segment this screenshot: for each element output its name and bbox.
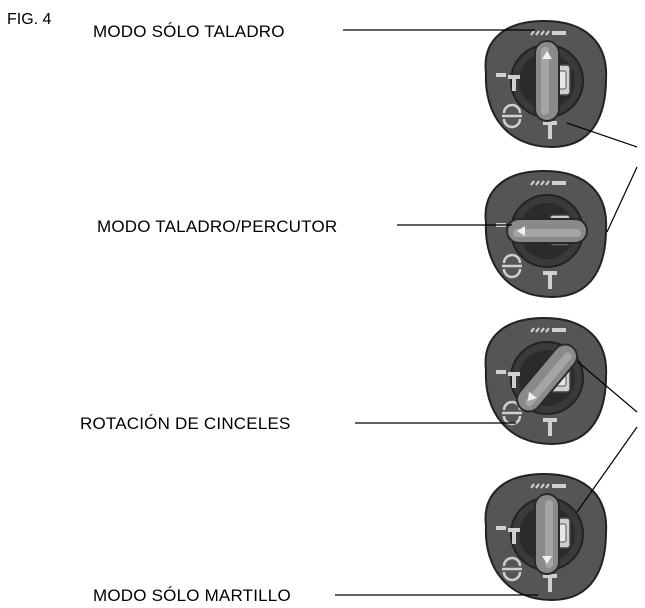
dial-drill-only	[484, 19, 608, 149]
leader-dial-1-2-a	[566, 122, 638, 148]
label-hammer-drill: MODO TALADRO/PERCUTOR	[97, 217, 338, 236]
dial-chisel-rotation	[484, 316, 608, 446]
dial-hammer-only	[484, 472, 608, 602]
figure-label: FIG. 4	[7, 11, 52, 28]
label-chisel-rotation: ROTACIÓN DE CINCELES	[80, 414, 291, 433]
label-drill-only: MODO SÓLO TALADRO	[93, 22, 285, 41]
dial-hammer-drill	[484, 169, 608, 299]
leader-dial-3-4-a	[577, 361, 638, 413]
label-hammer-only: MODO SÓLO MARTILLO	[93, 586, 291, 605]
leader-dial-1-2-b	[606, 166, 638, 233]
leader-dial-3-4-b	[576, 426, 638, 513]
